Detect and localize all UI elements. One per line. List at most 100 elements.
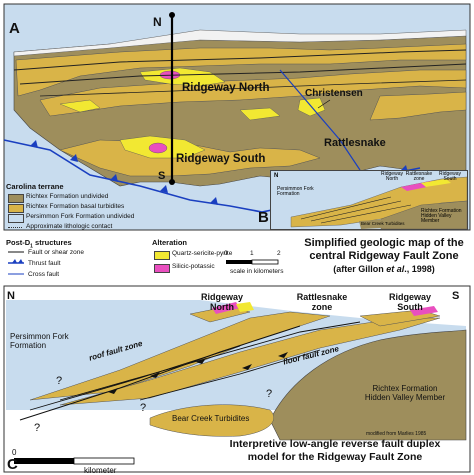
panel-letter-c: C (7, 456, 18, 473)
legend-thrust-fault: Thrust fault (28, 260, 61, 267)
turbidite-band-east (369, 91, 467, 121)
section-label-ridgeway-south-2: South (397, 302, 423, 312)
legend-richtex-turbidites: Richtex Formation basal turbidites (26, 203, 125, 210)
qsp-ridgeway-north (139, 67, 226, 87)
section-fault-4 (139, 349, 321, 401)
legend-structures-title-main: Post-D (6, 238, 31, 247)
section-qsp-north (236, 302, 254, 312)
map-caption: Simplified geologic map of the central R… (296, 237, 472, 276)
section-caption-line1: Interpretive low-angle reverse fault dup… (229, 438, 441, 450)
section-label-ridgeway-north-2: North (210, 302, 234, 312)
legend-swatch-richtex-undivided (8, 194, 24, 203)
section-richtex (269, 329, 467, 441)
fault-line-3 (39, 79, 467, 97)
section-fault-arrows (108, 352, 288, 394)
legend-persimmon: Persimmon Fork Formation undivided (26, 213, 135, 220)
section-richtex-label: Richtex Formation Hidden Valley Member (355, 384, 455, 402)
section-scale-black (14, 458, 74, 464)
section-scale-label: kilometer (84, 466, 117, 475)
section-persimmon-line2: Formation (10, 341, 47, 350)
section-line-north-dot (169, 12, 175, 18)
silicic-south (148, 142, 168, 154)
section-label-rattlesnake-2: zone (311, 302, 333, 312)
map-scale-tick-1: 1 (250, 250, 254, 257)
section-bear-creek (149, 404, 274, 437)
section-fault-3 (59, 321, 361, 401)
section-bear-creek-label: Bear Creek Turbidites (172, 414, 250, 423)
legend-qsp: Quartz-sericite-pyrite (172, 250, 233, 257)
inset-persimmon: Persimmon Fork Formation (277, 186, 314, 197)
section-lens-1 (29, 311, 331, 401)
section-fault-1 (19, 325, 301, 421)
section-question-1: ? (34, 422, 41, 434)
fault-line-2 (19, 63, 467, 85)
section-caption-line2: model for the Ridgeway Fault Zone (247, 451, 423, 463)
map-scale-tick-0: 0 (224, 250, 228, 257)
legend-structures-title-sub: 1 (30, 243, 33, 250)
section-fault-2 (29, 345, 241, 411)
fault-line-1 (13, 49, 467, 71)
panel-letter-a: A (9, 20, 20, 37)
map-caption-line3-pre: (after Gillon (333, 264, 387, 274)
section-label-ridgeway-north: Ridgeway North (192, 292, 252, 312)
label-ridgeway-north: Ridgeway North (182, 82, 270, 94)
section-silicic-north (212, 302, 240, 314)
map-scale-label: scale in kilometers (230, 268, 284, 275)
legend-structures-title-suffix: structures (32, 238, 72, 247)
section-persimmon-line1: Persimmon Fork (10, 332, 69, 341)
legend-swatch-silicic (154, 264, 170, 273)
section-question-4: ? (266, 388, 273, 400)
legend-richtex-undivided: Richtex Formation undivided (26, 193, 109, 200)
inset-label-ridgeway-north: Ridgeway North (381, 171, 403, 182)
legend-swatch-persimmon (8, 214, 24, 223)
inset-label-ridgeway-south: Ridgeway South (439, 171, 461, 182)
inset-north: N (274, 173, 279, 179)
section-label-ridgeway-south: Ridgeway South (380, 292, 440, 312)
section-line-south-dot (169, 179, 175, 185)
inset-richtex: Richtex Formation Hidden Valley Member (421, 208, 462, 224)
section-silicic-south (410, 306, 438, 316)
legend-contact-line (8, 227, 22, 228)
section-richtex-line1: Richtex Formation (372, 384, 438, 393)
section-richtex-line2: Hidden Valley Member (364, 393, 446, 402)
legend-structures-title: Post-D1 structures (6, 238, 72, 250)
christensen-pointer (317, 99, 331, 109)
section-persimmon-label: Persimmon Fork Formation (10, 332, 69, 350)
inset-b-drawing (271, 171, 468, 230)
upper-contact-band (13, 29, 467, 57)
section-label-rattlesnake: Rattlesnake zone (290, 292, 354, 312)
section-question-3: ? (140, 402, 147, 414)
section-south-label: S (452, 290, 460, 302)
inset-bear-creek: Bear Creek Turbidites (361, 221, 405, 226)
inset-b: N Ridgeway North Rattlesnake zone Ridgew… (270, 170, 468, 230)
section-label-ridgeway-south-1: Ridgeway (388, 292, 431, 302)
map-scale-tick-2: 2 (277, 250, 281, 257)
section-label-ridgeway-north-1: Ridgeway (200, 292, 243, 302)
section-label-rattlesnake-1: Rattlesnake (296, 292, 348, 302)
section-caption: Interpretive low-angle reverse fault dup… (200, 438, 470, 464)
qsp-center (239, 107, 281, 121)
section-scale-zero: 0 (12, 448, 17, 457)
north-arrow-label: N (153, 15, 162, 29)
qsp-west (59, 99, 101, 113)
section-scale-white (73, 457, 135, 465)
section-question-2: ? (56, 375, 63, 387)
section-north-label: N (7, 290, 15, 302)
legend-cross-fault: Cross fault (28, 271, 60, 278)
map-caption-line2: central Ridgeway Fault Zone (309, 250, 459, 262)
legend-contact: Approximate lithologic contact (26, 223, 113, 230)
legend-structure-symbols (8, 251, 24, 275)
legend-swatch-qsp (154, 251, 170, 260)
legend-swatch-richtex-turbidites (8, 204, 24, 213)
panel-letter-b: B (258, 209, 269, 226)
map-caption-line3-post: ., 1998) (404, 264, 435, 274)
legend-terrane-title: Carolina terrane (6, 182, 64, 191)
legend-silicic: Silicic-potassic (172, 263, 215, 270)
label-ridgeway-south: Ridgeway South (176, 153, 266, 165)
label-christensen: Christensen (305, 88, 363, 99)
section-lens-2 (59, 317, 441, 406)
map-scale-bar (226, 259, 279, 265)
